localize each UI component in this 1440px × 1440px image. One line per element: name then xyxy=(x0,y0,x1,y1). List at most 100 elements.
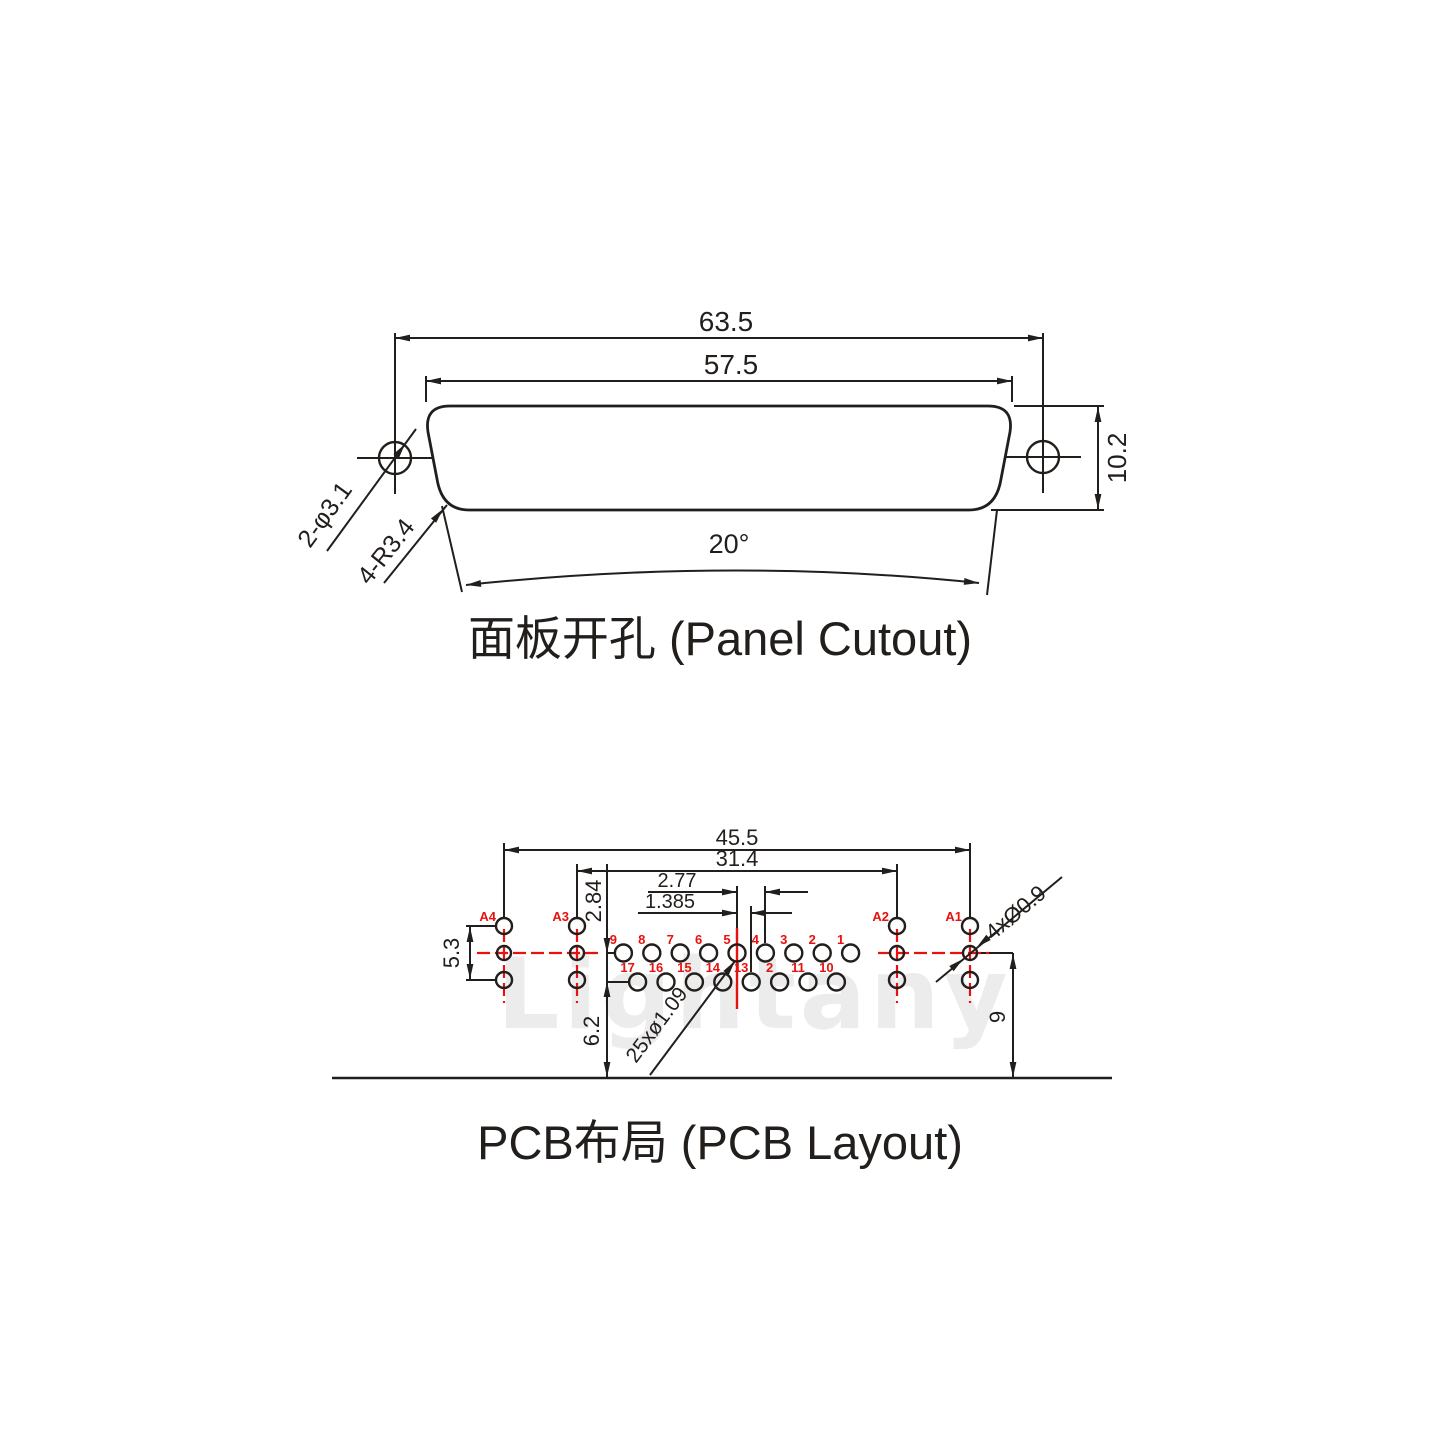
label-coax-holes-text: 4xØ0.9 xyxy=(980,880,1051,945)
leader-signal-holes-arrow xyxy=(723,961,735,976)
pin-hole-top-8 xyxy=(642,943,662,963)
pin-hole-bottom-17 xyxy=(627,972,648,992)
coax-label-A3: A3 xyxy=(552,909,569,924)
pin-hole-bottom-14 xyxy=(713,972,733,992)
pin-label-top-3: 3 xyxy=(780,932,787,947)
label-mount-holes-text: 2-φ3.1 xyxy=(292,477,358,553)
pin-label-top-1: 1 xyxy=(837,932,844,947)
angle-side-left xyxy=(441,505,463,593)
pin-hole-bottom-16 xyxy=(656,972,676,992)
pin-hole-top-3 xyxy=(784,943,804,963)
pin-label-top-4: 4 xyxy=(752,932,760,947)
coax-A3-center-hole xyxy=(568,944,586,962)
dim-10-2-text: 10.2 xyxy=(1102,433,1132,484)
dim-2-77-arrow-left xyxy=(722,888,737,896)
dim-9-arrow-down xyxy=(1009,1062,1017,1077)
pcb-layout-title: PCB布局 (PCB Layout) xyxy=(477,1116,963,1169)
pin-hole-bottom-15 xyxy=(684,972,705,992)
dim-2-84-text: 2.84 xyxy=(581,880,606,923)
pin-label-bottom-10: 10 xyxy=(819,960,833,975)
dim-9-arrow-up xyxy=(1009,954,1017,969)
coax-A1-center-hole xyxy=(961,944,979,962)
panel-cutout-outline xyxy=(426,404,1012,512)
dim-31-4-arrow-left xyxy=(577,867,592,875)
coax-label-A4: A4 xyxy=(479,909,496,924)
label-signal-holes-text: 25xø1.09 xyxy=(622,983,693,1067)
pin-hole-bottom-10 xyxy=(826,972,847,992)
angle-arc-arrow-left xyxy=(466,580,482,587)
leader-signal-holes-line xyxy=(649,960,736,1076)
pin-hole-bottom-11 xyxy=(798,972,818,992)
coax-A1-top-hole xyxy=(960,916,980,936)
dim-9-text: 9 xyxy=(985,1011,1010,1023)
dim-10-2-arrow-down xyxy=(1094,494,1102,509)
dim-2-84-arrow-up xyxy=(603,982,611,997)
pin-hole-bottom-2 xyxy=(769,972,790,992)
dim-2-84-arrow-down xyxy=(603,938,611,953)
panel-cutout-title: 面板开孔 (Panel Cutout) xyxy=(467,612,973,665)
dim-6-2-text: 6.2 xyxy=(579,1016,604,1047)
dim-2-77-text: 2.77 xyxy=(658,870,697,892)
coax-A4-bottom-hole xyxy=(494,970,514,990)
coax-A2-bottom-hole xyxy=(887,970,907,990)
dim-57-5-arrow-right xyxy=(997,377,1012,385)
pin-hole-top-9 xyxy=(613,943,634,963)
leader-coax-holes-arrow-upper xyxy=(977,934,991,947)
pin-label-bottom-14: 14 xyxy=(706,960,721,975)
dim-63-5-arrow-right xyxy=(1028,334,1043,342)
pin-label-bottom-11: 11 xyxy=(791,960,805,975)
pin-hole-bottom-13 xyxy=(741,972,761,992)
dim-31-4-text: 31.4 xyxy=(716,846,759,871)
dim-5-3-arrow-down xyxy=(466,964,474,979)
pin-hole-top-4 xyxy=(755,943,776,963)
angle-arc xyxy=(465,569,980,586)
pin-hole-top-1 xyxy=(840,943,861,963)
dim-45-5-text: 45.5 xyxy=(716,825,759,850)
dim-31-4-arrow-right xyxy=(882,867,897,875)
pin-hole-top-5 xyxy=(727,943,747,963)
coax-A4-center-hole xyxy=(495,944,513,962)
dim-63-5-text: 63.5 xyxy=(699,306,754,337)
pin-label-top-7: 7 xyxy=(667,932,674,947)
coax-A3-top-hole xyxy=(567,916,587,936)
dim-1-385-arrow-left xyxy=(722,909,737,917)
pin-label-bottom-17: 17 xyxy=(620,960,634,975)
pin-label-top-5: 5 xyxy=(723,932,730,947)
coax-A2-center-hole xyxy=(888,944,906,962)
dim-6-2-arrow-down xyxy=(603,1062,611,1077)
dim-5-3-text: 5.3 xyxy=(439,938,464,969)
coax-label-A2: A2 xyxy=(872,909,889,924)
pin-hole-top-2 xyxy=(812,943,832,963)
pin-hole-top-6 xyxy=(698,943,719,963)
pin-label-top-2: 2 xyxy=(809,932,816,947)
pin-label-top-8: 8 xyxy=(638,932,645,947)
pin-label-bottom-2: 2 xyxy=(766,960,773,975)
dim-57-5-arrow-left xyxy=(426,377,441,385)
dim-5-3-arrow-up xyxy=(466,927,474,942)
coax-A3-bottom-hole xyxy=(567,970,587,990)
angle-side-right xyxy=(986,509,998,596)
pin-label-top-6: 6 xyxy=(695,932,702,947)
coax-A2-top-hole xyxy=(887,916,907,936)
leader-coax-holes-arrow-lower xyxy=(949,959,963,972)
coax-label-A1: A1 xyxy=(945,909,962,924)
pin-label-bottom-13: 13 xyxy=(734,960,748,975)
dim-1-385-text: 1.385 xyxy=(645,891,695,913)
dim-63-5-arrow-left xyxy=(395,334,410,342)
dim-2-77-arrow-right xyxy=(765,888,780,896)
dim-10-2-arrow-up xyxy=(1094,407,1102,422)
pin-label-top-9: 9 xyxy=(610,932,617,947)
pin-label-bottom-15: 15 xyxy=(677,960,691,975)
coax-A1-bottom-hole xyxy=(960,970,980,990)
leader-corner-radius-arrow xyxy=(430,509,443,523)
dim-57-5-text: 57.5 xyxy=(704,349,759,380)
pin-hole-top-7 xyxy=(670,943,690,963)
dim-45-5-arrow-left xyxy=(504,846,519,854)
leader-mount-hole-arrow xyxy=(393,444,405,459)
dim-1-385-arrow-right xyxy=(751,909,766,917)
dim-45-5-arrow-right xyxy=(955,846,970,854)
coax-A4-top-hole xyxy=(494,916,514,936)
dim-20deg-text: 20° xyxy=(709,529,750,559)
